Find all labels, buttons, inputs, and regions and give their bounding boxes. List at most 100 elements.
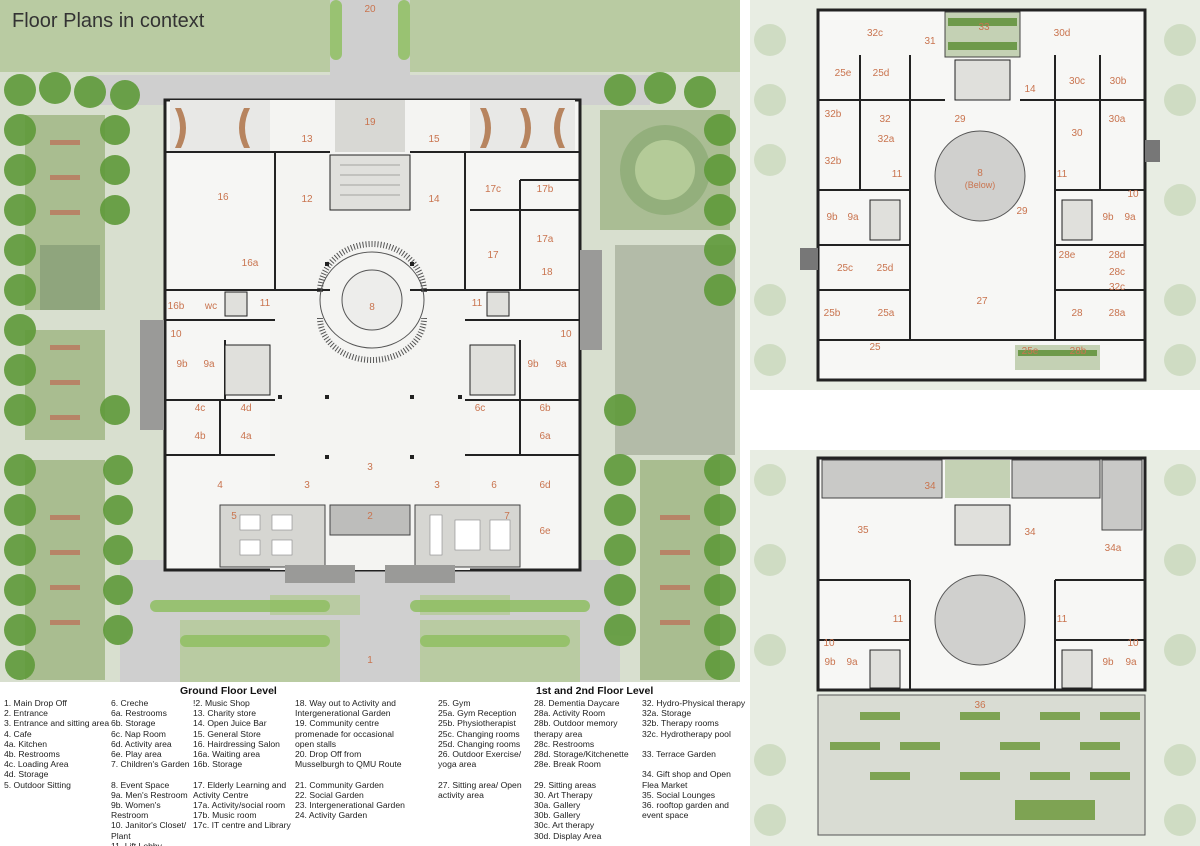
room-label-4c: 4c (195, 403, 206, 414)
room-label-6: 6 (491, 480, 497, 491)
legend-entry: 32c. Hydrotherapy pool (642, 728, 731, 739)
room-label-20: 20 (364, 4, 376, 15)
legend-entry: 2. Entrance (4, 708, 48, 719)
legend-entry: 28a. Activity Room (534, 708, 606, 719)
room-label-35: 35 (857, 525, 869, 536)
legend-entry: 17. Elderly Learning and (193, 779, 287, 790)
legend-entry: 35. Social Lounges (642, 789, 716, 800)
below-annotation: (Below) (965, 180, 996, 190)
legend-entry: 4. Cafe (4, 728, 32, 739)
legend-entry: 16. Hairdressing Salon (193, 738, 280, 749)
room-label-6b: 6b (539, 403, 551, 414)
legend-entry: 6e. Play area (111, 749, 162, 760)
legend-entry: therapy area (534, 728, 583, 739)
room-label-10: 10 (823, 638, 835, 649)
room-label-25d: 25d (877, 263, 894, 274)
room-label-33: 33 (978, 22, 990, 33)
legend-entry: 20. Drop Off from (295, 749, 362, 760)
room-label-25b: 25b (824, 308, 841, 319)
room-label-16: 16 (217, 192, 229, 203)
legend-entry: 28. Dementia Daycare (534, 698, 620, 708)
legend-entry: 30. Art Therapy (534, 789, 593, 800)
legend-entry: Intergenerational Garden (295, 708, 391, 719)
legend-entry: 28b. Outdoor memory (534, 718, 618, 729)
legend-entry: 17a. Activity/social room (193, 800, 286, 811)
room-label-9b: 9b (1102, 657, 1114, 668)
room-label-28a: 28a (1109, 308, 1126, 319)
room-label-wc: wc (204, 301, 217, 312)
room-label-11: 11 (1057, 614, 1068, 625)
room-label-2: 2 (367, 511, 373, 522)
room-label-25e: 25e (1022, 346, 1039, 357)
legend-entry: Musselburgh to QMU Route (295, 759, 402, 770)
room-label-10: 10 (560, 329, 572, 340)
room-label-3: 3 (434, 480, 440, 491)
room-label-32b: 32b (825, 109, 842, 120)
room-label-11: 11 (472, 298, 483, 309)
page-title: Floor Plans in context (12, 10, 205, 32)
legend-entry (438, 769, 522, 779)
room-label-14: 14 (428, 194, 440, 205)
room-label-25a: 25a (878, 308, 895, 319)
room-label-8: 8 (977, 168, 983, 179)
room-label-28e: 28e (1059, 250, 1076, 261)
room-label-32a: 32a (878, 134, 895, 145)
legend-entry: 32b. Therapy rooms (642, 718, 719, 729)
room-label-17: 17 (487, 250, 499, 261)
room-label-10: 10 (1127, 638, 1139, 649)
legend-entry: 25. Gym (438, 698, 471, 708)
room-label-30c: 30c (1069, 76, 1085, 87)
legend-entry: 6a. Restrooms (111, 708, 167, 719)
room-label-32c: 32c (867, 28, 883, 39)
legend-entry: 6c. Nap Room (111, 728, 166, 739)
legend-entry: Activity Centre (193, 789, 249, 800)
room-label-32b: 32b (825, 156, 842, 167)
room-label-25d: 25d (873, 68, 890, 79)
room-label-28c: 28c (1109, 267, 1125, 278)
room-label-13: 13 (301, 134, 313, 145)
room-label-34: 34 (1024, 527, 1036, 538)
room-label-17b: 17b (537, 184, 554, 195)
room-label-11: 11 (893, 614, 904, 625)
room-label-14: 14 (1024, 84, 1036, 95)
room-label-28d: 28d (1109, 250, 1126, 261)
legend-entry: 9a. Men's Restroom (111, 789, 188, 800)
room-label-3: 3 (367, 462, 373, 473)
room-label-34: 34 (924, 481, 936, 492)
legend-entry: 23. Intergenerational Garden (295, 800, 405, 811)
room-label-4d: 4d (240, 403, 251, 414)
legend-entry: 14. Open Juice Bar (193, 718, 267, 729)
room-label-17a: 17a (537, 234, 554, 245)
legend-entry: Restroom (111, 810, 149, 821)
room-label-9a: 9a (203, 359, 215, 370)
room-label-9a: 9a (847, 212, 859, 223)
legend-entry: 19. Community centre (295, 718, 380, 729)
room-label-9b: 9b (824, 657, 836, 668)
room-label-4b: 4b (194, 431, 206, 442)
room-label-32: 32 (879, 114, 891, 125)
room-label-27: 27 (976, 296, 988, 307)
legend-entry: 21. Community Garden (295, 779, 384, 790)
legend-entry: 28c. Restrooms (534, 738, 595, 749)
legend-entry: 6. Creche (111, 698, 149, 708)
legend-entry: 28e. Break Room (534, 759, 601, 770)
room-label-16a: 16a (242, 258, 259, 269)
ground-floor-legend-title: Ground Floor Level (180, 685, 277, 697)
legend-entry: 9b. Women's (111, 800, 161, 811)
legend-entry: 1. Main Drop Off (4, 698, 67, 708)
legend-entry: open stalls (295, 738, 337, 749)
ground-floor-drawing: 2019131516121417c17b17a1716a18816bwc1111… (0, 0, 740, 682)
room-label-9a: 9a (1124, 212, 1136, 223)
room-label-4: 4 (217, 480, 223, 491)
legend-entry: 4a. Kitchen (4, 738, 47, 749)
room-label-6a: 6a (539, 431, 551, 442)
legend-entry: 10. Janitor's Closet/ (111, 820, 187, 831)
legend-entry: 11. Lift Lobby (111, 840, 162, 846)
legend-entry: 30d. Display Area (534, 830, 602, 841)
